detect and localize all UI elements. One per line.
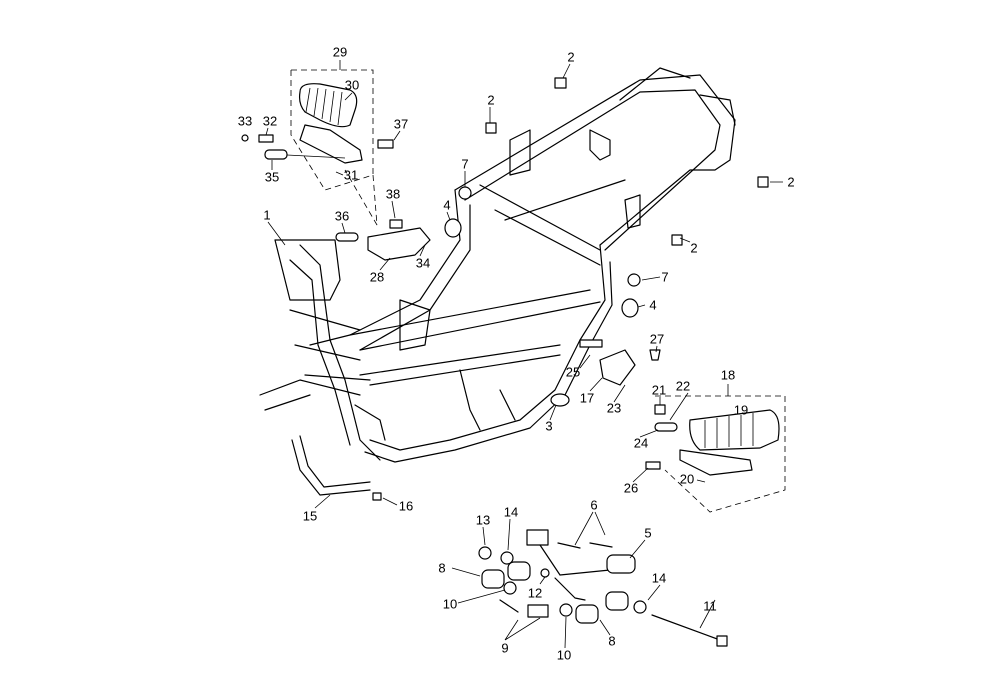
main-frame (259, 67, 736, 463)
part-label: 29 (332, 44, 348, 60)
part-label: 31 (343, 167, 359, 183)
part-label: 27 (649, 331, 665, 347)
part-label: 2 (787, 174, 795, 190)
part-label: 13 (475, 512, 491, 528)
part-label: 2 (567, 49, 575, 65)
leader-lines (265, 63, 783, 649)
part-label: 7 (661, 269, 669, 285)
part-label: 30 (344, 77, 360, 93)
part-label: 19 (733, 402, 749, 418)
part-label: 8 (608, 633, 616, 649)
part-label: 14 (651, 570, 667, 586)
part-label: 2 (690, 240, 698, 256)
part-label: 28 (369, 269, 385, 285)
part-label: 12 (527, 585, 543, 601)
part-label: 17 (579, 390, 595, 406)
part-label: 34 (415, 255, 431, 271)
part-label: 10 (442, 596, 458, 612)
bracket-28 (335, 219, 431, 261)
part-label: 22 (675, 378, 691, 394)
part-label: 23 (606, 400, 622, 416)
part-label: 25 (565, 364, 581, 380)
part-label: 18 (720, 367, 736, 383)
stand-bar (291, 435, 371, 496)
part-label: 8 (438, 560, 446, 576)
part-label: 6 (590, 497, 598, 513)
small-parts (444, 77, 769, 407)
part-label: 35 (264, 169, 280, 185)
part-label: 7 (461, 156, 469, 172)
part-label: 3 (545, 418, 553, 434)
part-label: 37 (393, 116, 409, 132)
part-label: 38 (385, 186, 401, 202)
part-label: 33 (237, 113, 253, 129)
footrest-left (241, 83, 394, 164)
footrest-group-18-box (655, 395, 786, 513)
footrest-right (645, 404, 780, 476)
part-label: 2 (487, 92, 495, 108)
part-label: 32 (262, 113, 278, 129)
part-label: 21 (651, 382, 667, 398)
part-label: 14 (503, 504, 519, 520)
part-label: 5 (644, 525, 652, 541)
part-label: 16 (398, 498, 414, 514)
part-label: 26 (623, 480, 639, 496)
engine-mount (478, 529, 728, 647)
footrest-group-29-box (290, 69, 378, 226)
part-label: 4 (649, 297, 657, 313)
part-label: 9 (501, 640, 509, 656)
part-label: 36 (334, 208, 350, 224)
part-label: 1 (263, 207, 271, 223)
part-label: 15 (302, 508, 318, 524)
part-label: 11 (703, 598, 717, 614)
part-label: 4 (443, 197, 451, 213)
part-label: 20 (679, 471, 695, 487)
part-label: 10 (556, 647, 572, 663)
part-label: 24 (633, 435, 649, 451)
